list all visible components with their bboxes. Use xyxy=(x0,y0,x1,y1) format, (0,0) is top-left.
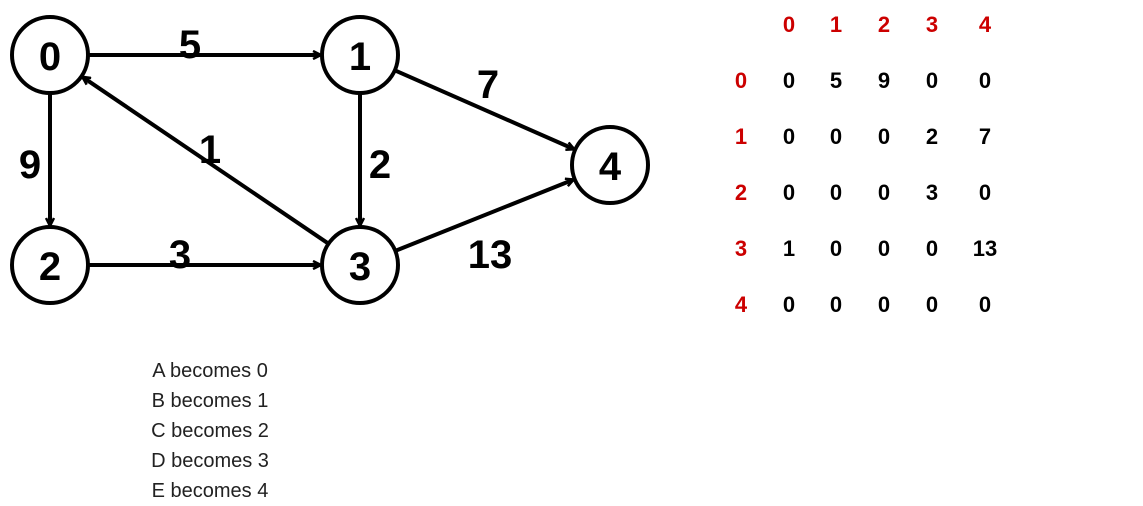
node-2: 2 xyxy=(10,225,90,305)
node-label-2: 2 xyxy=(39,245,61,289)
node-0: 0 xyxy=(10,15,90,95)
node-mapping-list: A becomes 0 B becomes 1 C becomes 2 D be… xyxy=(110,356,310,506)
matrix-cell-3-0: 1 xyxy=(782,236,796,261)
node-label-4: 4 xyxy=(599,145,622,189)
edge-weight-3-to-0: 1 xyxy=(199,128,221,172)
matrix-col-header-1: 1 xyxy=(829,12,843,37)
matrix-cell-4-4: 0 xyxy=(978,292,992,317)
node-4: 4 xyxy=(570,125,650,205)
matrix-col-header-2: 2 xyxy=(877,12,891,37)
edge-3-to-0 xyxy=(83,77,330,246)
matrix-col-header-4: 4 xyxy=(978,12,992,37)
graph-diagram: 5 9 2 7 3 1 13 0 1 2 3 4 xyxy=(10,15,650,305)
node-3: 3 xyxy=(320,225,400,305)
matrix-cell-4-3: 0 xyxy=(925,292,939,317)
matrix-col-header-0: 0 xyxy=(782,12,796,37)
matrix-cell-3-1: 0 xyxy=(829,236,843,261)
matrix-cell-2-3: 3 xyxy=(925,180,939,205)
mapping-line-a: A becomes 0 xyxy=(152,360,268,382)
edge-weight-0-to-2: 9 xyxy=(19,143,41,187)
matrix-row-header-4: 4 xyxy=(734,292,748,317)
mapping-line-b: B becomes 1 xyxy=(151,390,269,412)
edge-weight-0-to-1: 5 xyxy=(179,23,201,67)
node-label-0: 0 xyxy=(39,35,61,79)
node-label-3: 3 xyxy=(349,245,371,289)
matrix-cell-3-2: 0 xyxy=(877,236,891,261)
matrix-cell-0-1: 5 xyxy=(829,68,843,93)
matrix-cell-2-2: 0 xyxy=(877,180,891,205)
node-circle-2 xyxy=(10,225,90,305)
matrix-row-header-2: 2 xyxy=(734,180,748,205)
matrix-row-header-1: 1 xyxy=(734,124,748,149)
matrix-cell-2-4: 0 xyxy=(978,180,992,205)
matrix-cell-0-2: 9 xyxy=(877,68,891,93)
edge-weight-2-to-3: 3 xyxy=(169,233,191,277)
node-circle-4 xyxy=(570,125,650,205)
matrix-cell-1-2: 0 xyxy=(877,124,891,149)
matrix-cell-3-4: 13 xyxy=(972,236,998,261)
matrix-col-header-3: 3 xyxy=(925,12,939,37)
node-circle-3 xyxy=(320,225,400,305)
matrix-cell-4-2: 0 xyxy=(877,292,891,317)
matrix-cell-1-1: 0 xyxy=(829,124,843,149)
matrix-cell-4-1: 0 xyxy=(829,292,843,317)
mapping-line-e: E becomes 4 xyxy=(151,480,269,502)
edge-weight-1-to-4: 7 xyxy=(477,63,499,107)
matrix-cell-4-0: 0 xyxy=(782,292,796,317)
edge-weight-1-to-3: 2 xyxy=(369,143,391,187)
mapping-line-d: D becomes 3 xyxy=(151,450,269,472)
node-label-1: 1 xyxy=(349,35,371,79)
matrix-cell-0-0: 0 xyxy=(782,68,796,93)
matrix-cell-3-3: 0 xyxy=(925,236,939,261)
matrix-row-header-3: 3 xyxy=(734,236,748,261)
matrix-cell-1-3: 2 xyxy=(925,124,939,149)
matrix-cell-1-4: 7 xyxy=(978,124,992,149)
matrix-cell-0-3: 0 xyxy=(925,68,939,93)
node-circle-0 xyxy=(10,15,90,95)
matrix-cell-2-0: 0 xyxy=(782,180,796,205)
matrix-row-header-0: 0 xyxy=(734,68,748,93)
matrix-cell-2-1: 0 xyxy=(829,180,843,205)
node-circle-1 xyxy=(320,15,400,95)
edge-3-to-4 xyxy=(394,180,573,253)
node-1: 1 xyxy=(320,15,400,95)
edge-1-to-4 xyxy=(393,68,574,149)
matrix-cell-0-4: 0 xyxy=(978,68,992,93)
edge-weight-3-to-4: 13 xyxy=(468,233,513,277)
mapping-line-c: C becomes 2 xyxy=(151,420,269,442)
matrix-cell-1-0: 0 xyxy=(782,124,796,149)
